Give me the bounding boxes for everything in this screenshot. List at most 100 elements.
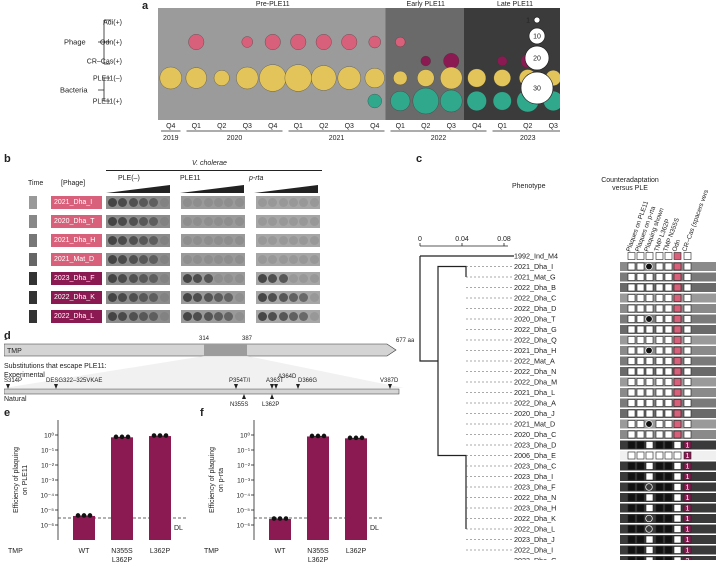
- tree-tip-label: 2022_Dha_I: [514, 546, 553, 555]
- time-indicator: [29, 272, 37, 285]
- size-legend-circle: [533, 16, 541, 24]
- detection-limit-label: DL: [370, 525, 379, 532]
- bubble-ple: [284, 64, 312, 92]
- matrix-cell: [664, 462, 673, 470]
- replicate-point: [81, 513, 87, 518]
- y-tick-label: 10⁻²: [41, 463, 55, 470]
- matrix-cell: [655, 451, 664, 460]
- matrix-cell: [673, 399, 682, 407]
- plaque-plate: [181, 215, 245, 228]
- size-legend-label: 1: [526, 18, 530, 25]
- plaque-plate: [181, 196, 245, 209]
- replicate-point: [359, 435, 365, 441]
- bubble-odn: [264, 34, 281, 50]
- matrix-cell: [683, 483, 692, 491]
- tree-tip-label: 2022_Dha_B: [514, 283, 556, 292]
- zoomed-region-bar: [4, 388, 400, 395]
- tree-tip-label: 2023_Dha_C: [514, 462, 556, 471]
- col-header-ple-neg: PLE(–): [118, 175, 140, 182]
- bubble-odn: [341, 34, 358, 50]
- experimental-label: Experimental: [4, 372, 45, 379]
- matrix-cell: [673, 493, 682, 502]
- matrix-cell: [673, 315, 682, 323]
- matrix-cell: [673, 252, 682, 260]
- matrix-cell: [627, 535, 636, 544]
- matrix-cell: [636, 525, 645, 533]
- replicate-point: [283, 516, 289, 521]
- matrix-cell: [655, 399, 664, 407]
- group-bracket: [98, 19, 110, 65]
- matrix-cell: [627, 283, 636, 292]
- plaque-plate: [181, 234, 245, 247]
- bubble-ple: [417, 69, 435, 87]
- plaque-plate: [256, 310, 320, 323]
- matrix-cell: [645, 304, 654, 313]
- matrix-cell: [627, 504, 636, 512]
- matrix-cell: [645, 430, 654, 439]
- plaquing-shown-marker: [645, 315, 653, 323]
- matrix-cell: [673, 535, 682, 544]
- category-label: L362P: [112, 557, 133, 564]
- matrix-cell: [683, 441, 692, 449]
- cas-spacer-count: 1: [686, 495, 690, 502]
- matrix-cell: [627, 483, 636, 491]
- substitution-marker: [242, 394, 246, 399]
- tmp-protein-bar: [4, 343, 397, 357]
- matrix-cell: [664, 346, 673, 355]
- matrix-cell: [683, 514, 692, 523]
- matrix-cell: [627, 514, 636, 523]
- matrix-cell: [636, 252, 645, 260]
- matrix-cell: [673, 273, 682, 281]
- replicate-point: [113, 434, 119, 440]
- tree-tip-label: 2021_Dha_I: [514, 262, 553, 271]
- matrix-cell: [645, 357, 654, 365]
- bubble-odn: [188, 34, 205, 50]
- matrix-cell: [664, 388, 673, 397]
- matrix-cell: [683, 430, 692, 439]
- cas-spacer-count: 1: [686, 464, 690, 471]
- y-tick-label: 10⁻⁵: [237, 508, 251, 515]
- matrix-cell: [627, 451, 636, 460]
- matrix-cell: [627, 525, 636, 533]
- tree-tip-label: 2023_Dha_G: [514, 556, 557, 560]
- counteradaptation-header: Counteradaptation versus PLE: [601, 177, 659, 192]
- matrix-cell: [645, 493, 654, 502]
- matrix-cell: [627, 262, 636, 271]
- matrix-cell: [636, 535, 645, 544]
- period-bg-pre: [158, 8, 388, 120]
- matrix-cell: [673, 346, 682, 355]
- matrix-cell: [645, 451, 654, 460]
- panel-d-label: d: [4, 330, 11, 342]
- quarter-label: Q1: [192, 123, 201, 130]
- bubble-ple: [259, 64, 287, 92]
- time-indicator: [29, 196, 37, 209]
- cas-spacer-count: 1: [686, 453, 690, 460]
- matrix-cell: [636, 493, 645, 502]
- bubble-crcas: [443, 53, 460, 69]
- phage-row-label: 2021_Dha_I: [51, 196, 102, 209]
- tree-branches: [419, 256, 467, 529]
- matrix-cell: [627, 546, 636, 554]
- bubble-ple: [185, 67, 207, 89]
- quarter-label: Q2: [319, 123, 328, 130]
- matrix-cell: [627, 430, 636, 439]
- col-header-ple11: PLE11: [180, 175, 201, 182]
- matrix-cell: [655, 535, 664, 544]
- matrix-cell: [673, 336, 682, 344]
- plaquing-shown-marker: [645, 420, 653, 428]
- matrix-cell: [627, 252, 636, 260]
- panel-b-phage-label: [Phage]: [61, 180, 86, 187]
- row-label: Odn(+): [100, 40, 122, 47]
- plaque-plate: [106, 234, 170, 247]
- matrix-cell: [627, 399, 636, 407]
- cas-spacer-count: 1: [686, 474, 690, 481]
- matrix-cell: [683, 262, 692, 271]
- matrix-cell: [655, 441, 664, 449]
- quarter-label: Q3: [345, 123, 354, 130]
- matrix-cell: [683, 252, 692, 260]
- quarter-label: Q1: [294, 123, 303, 130]
- matrix-cell: [683, 273, 692, 281]
- matrix-cell: [664, 483, 673, 491]
- matrix-cell: [627, 388, 636, 397]
